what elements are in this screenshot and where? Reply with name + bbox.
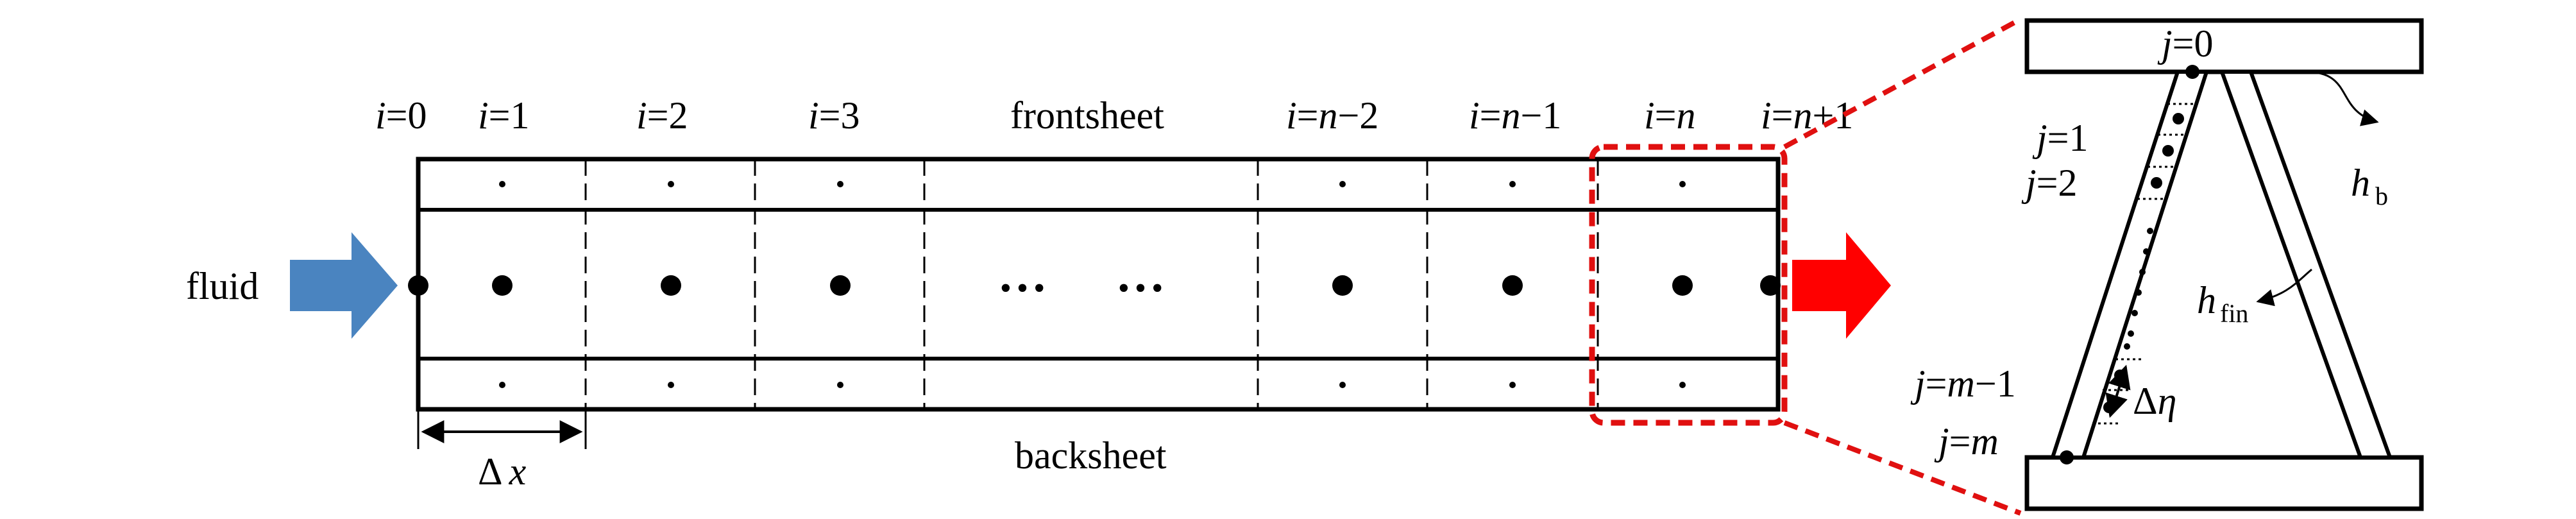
i-labels: i=0 i=1 i=2 i=3 frontsheet i=n−2 i=n−1 i… — [375, 94, 1853, 137]
boundary-node — [1760, 275, 1781, 296]
label-i-0: i=0 — [375, 94, 427, 137]
frontsheet-node — [668, 181, 674, 187]
label-j-m-minus-1: j=m−1 — [1910, 362, 2016, 405]
delta-eta-arrow — [2105, 364, 2131, 418]
backsheet-node — [1509, 382, 1516, 388]
boundary-node — [408, 275, 428, 296]
backsheet-node — [499, 382, 505, 388]
backsheet-node — [837, 382, 843, 388]
h-fin-leader-arrow — [2256, 268, 2312, 307]
frontsheet-node — [837, 181, 843, 187]
inlet-arrow-icon — [290, 232, 398, 339]
fin-node — [2124, 343, 2130, 350]
zoom-line-bottom — [1783, 420, 2022, 516]
fin-node — [2060, 450, 2074, 464]
channel — [416, 157, 1781, 412]
h-b-leader-arrow — [2305, 71, 2379, 126]
backsheet-node — [668, 382, 674, 388]
fin-node — [2162, 145, 2174, 157]
fin-node — [2151, 177, 2162, 189]
label-frontsheet: frontsheet — [1010, 94, 1164, 137]
backsheet-node — [1339, 382, 1346, 388]
frontsheet-node — [1509, 181, 1516, 187]
fin-node — [2173, 113, 2184, 124]
cell-dividers — [584, 159, 1599, 409]
label-i-n: i=n — [1644, 94, 1696, 137]
label-backsheet: backsheet — [1015, 434, 1167, 477]
fluid-node — [1332, 275, 1353, 296]
backsheet-node — [1679, 382, 1686, 388]
fin-node — [2128, 330, 2134, 337]
label-i-n-minus-1: i=n−1 — [1469, 94, 1561, 137]
channel-outer-box — [416, 157, 1781, 412]
fin-node — [2147, 228, 2153, 234]
label-i-2: i=2 — [636, 94, 688, 137]
fluid-node — [661, 275, 681, 296]
fin-node — [2131, 310, 2138, 316]
label-i-3: i=3 — [808, 94, 860, 137]
fin-node — [2143, 248, 2149, 255]
right-fin — [2219, 70, 2393, 459]
ellipsis-left: ••• — [1000, 270, 1051, 307]
label-delta-eta: Δη — [2133, 380, 2176, 422]
label-i-1: i=1 — [478, 94, 530, 137]
frontsheet-node — [499, 181, 505, 187]
label-fluid: fluid — [186, 265, 258, 307]
fluid-node — [1672, 275, 1693, 296]
fin-node — [2185, 65, 2199, 79]
outlet-arrow-icon — [1792, 232, 1891, 339]
frontsheet-node — [1679, 181, 1686, 187]
label-i-n-plus-1: i=n+1 — [1761, 94, 1853, 137]
frontsheet-node — [1339, 181, 1346, 187]
top-plate — [2024, 18, 2424, 74]
fin-node — [2135, 289, 2142, 296]
fluid-node — [1502, 275, 1523, 296]
fluid-node — [830, 275, 851, 296]
fin-node — [2139, 269, 2146, 275]
label-j-0: j=0 — [2157, 22, 2214, 65]
label-j-m: j=m — [1934, 420, 1999, 463]
ellipsis-right: ••• — [1118, 270, 1169, 307]
label-j-2: j=2 — [2021, 162, 2078, 204]
bottom-plate — [2024, 455, 2424, 511]
highlight-box — [1589, 144, 1788, 426]
label-i-n-minus-2: i=n−2 — [1286, 94, 1378, 137]
node-points — [408, 181, 1781, 388]
fluid-node — [492, 275, 513, 296]
label-j-1: j=1 — [2032, 117, 2089, 159]
